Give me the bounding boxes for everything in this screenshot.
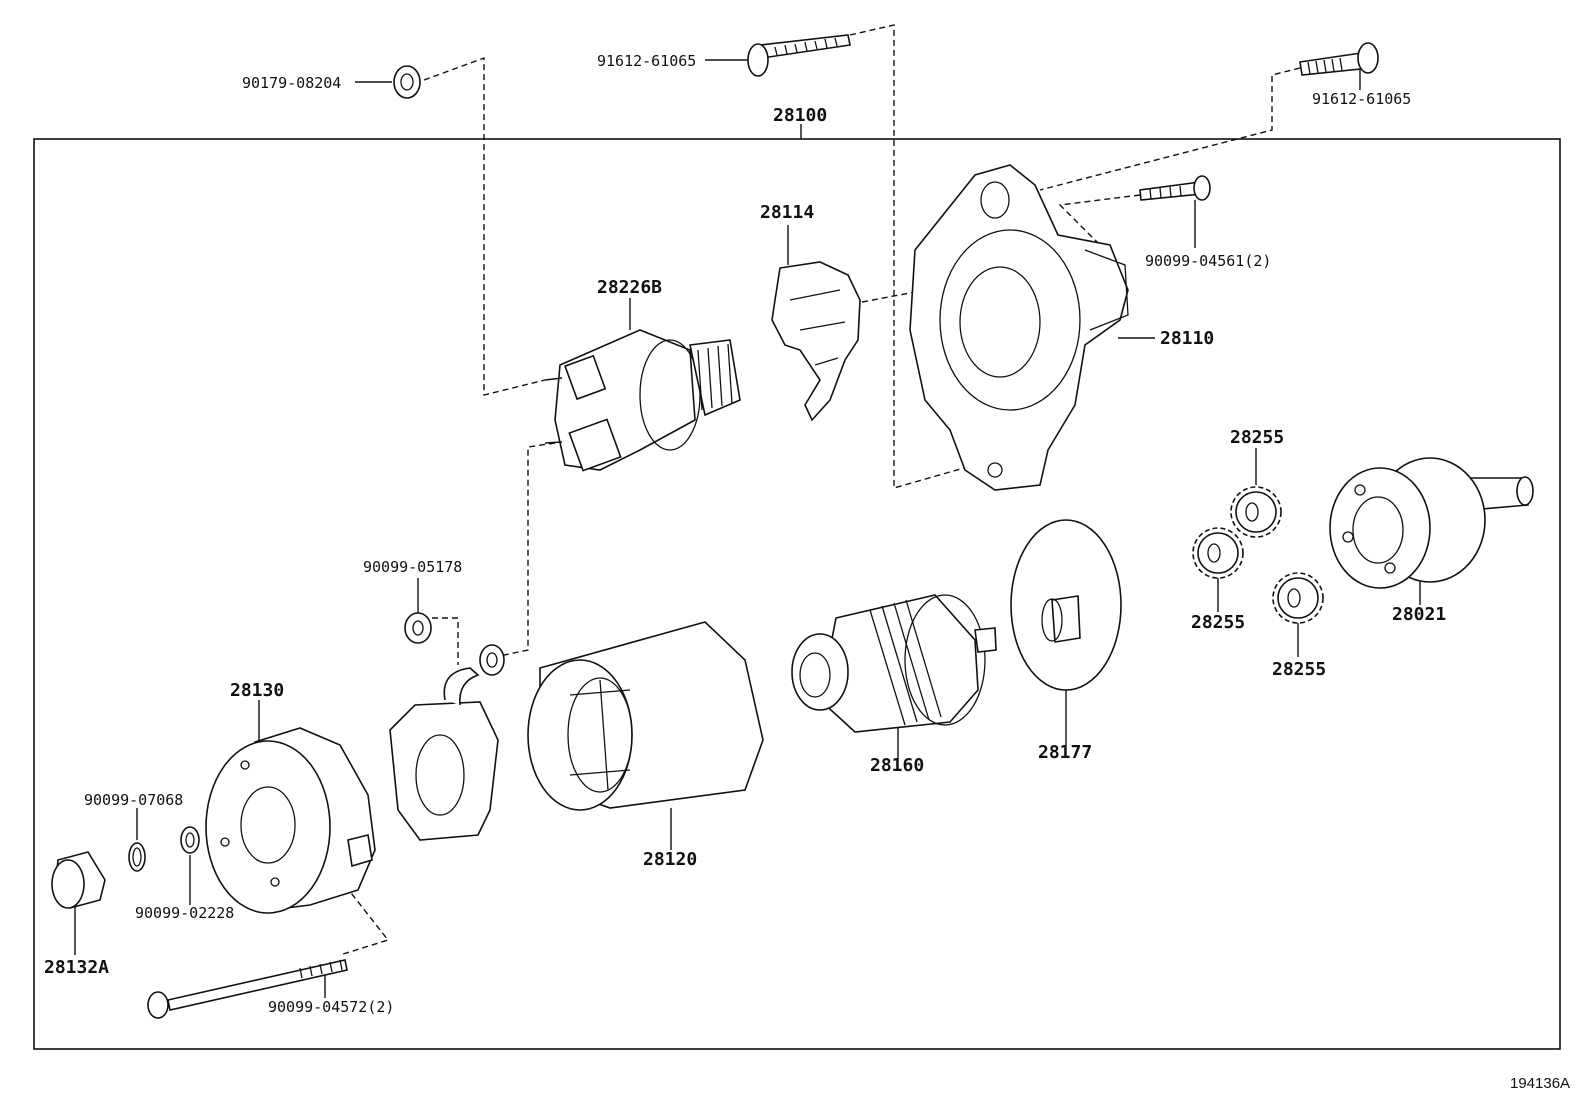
figure-id: 194136A [1510, 1075, 1570, 1092]
label-28132A: 28132A [44, 957, 109, 978]
lever-28114 [771, 261, 861, 422]
label-90099-07068: 90099-07068 [84, 791, 183, 809]
bolt-91612-61065-top [747, 34, 851, 77]
label-90099-04572: 90099-04572(2) [268, 998, 394, 1016]
gear-28255-a [1230, 486, 1282, 538]
label-28255-c: 28255 [1272, 659, 1326, 680]
yoke-28120 [527, 621, 764, 811]
cap-28132A [51, 851, 106, 909]
carrier-28021 [1329, 457, 1534, 589]
label-90179-08204: 90179-08204 [242, 74, 341, 92]
label-28177: 28177 [1038, 742, 1092, 763]
washer-90099-02228 [180, 826, 200, 854]
nut-90179-08204 [393, 65, 421, 99]
label-28100: 28100 [773, 105, 827, 126]
label-91612-61065-top: 91612-61065 [597, 52, 696, 70]
solenoid-28226B [544, 329, 741, 472]
assembly-frame [33, 138, 1561, 1050]
label-28255-b: 28255 [1191, 612, 1245, 633]
bolt-91612-61065-right [1299, 42, 1379, 76]
label-28120: 28120 [643, 849, 697, 870]
through-bolt-90099-04572 [147, 959, 348, 1019]
gear-28255-c [1272, 572, 1324, 624]
label-90099-04561: 90099-04561(2) [1145, 252, 1271, 270]
label-28114: 28114 [760, 202, 814, 223]
gear-28255-b [1192, 527, 1244, 579]
label-28255-a: 28255 [1230, 427, 1284, 448]
label-90099-02228: 90099-02228 [135, 904, 234, 922]
label-28110: 28110 [1160, 328, 1214, 349]
label-90099-05178: 90099-05178 [363, 558, 462, 576]
label-28160: 28160 [870, 755, 924, 776]
housing-28110 [909, 164, 1129, 491]
part-labels: 90179-08204 91612-61065 91612-61065 2810… [44, 52, 1570, 1092]
end-frame-28130 [205, 727, 376, 914]
label-91612-61065-right: 91612-61065 [1312, 90, 1411, 108]
armature-28160 [791, 594, 997, 733]
label-28021: 28021 [1392, 604, 1446, 625]
nut-90099-05178 [404, 612, 432, 644]
label-28130: 28130 [230, 680, 284, 701]
brush-holder [389, 667, 499, 841]
o-ring-90099-07068 [128, 842, 146, 872]
washer-brush-lead [479, 644, 505, 676]
plate-28177 [1010, 519, 1122, 691]
label-28226B: 28226B [597, 277, 662, 298]
bolt-90099-04561 [1139, 175, 1211, 201]
